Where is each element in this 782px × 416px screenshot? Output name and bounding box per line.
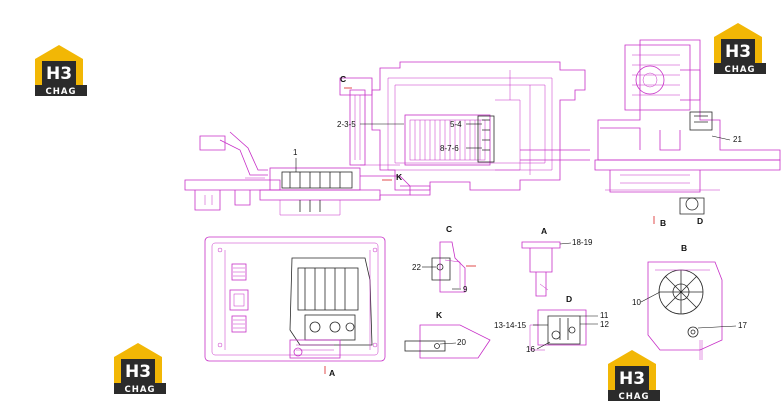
logo-word: CHAG bbox=[619, 392, 650, 402]
callout-9: 9 bbox=[463, 285, 468, 294]
logo-mark: H3 bbox=[725, 42, 751, 62]
watermark-logo-top-left: H3 CHAG bbox=[35, 45, 87, 97]
logo-mark: H3 bbox=[619, 369, 645, 389]
detail-a-callouts: 18-19 bbox=[559, 238, 593, 247]
view-marker-c: C bbox=[340, 74, 346, 84]
callout-2-3-5: 2-3-5 bbox=[337, 120, 356, 129]
callout-11: 11 bbox=[600, 311, 609, 320]
callout-21: 21 bbox=[733, 135, 742, 144]
view-marker-a-bottom: A bbox=[329, 368, 335, 378]
view-marker-d-right: D bbox=[697, 216, 703, 226]
callout-16: 16 bbox=[526, 345, 535, 354]
detail-d-callouts: 11 12 13-14-15 16 bbox=[494, 311, 609, 354]
main-assembly-view bbox=[184, 61, 590, 216]
detail-label-d: D bbox=[566, 294, 572, 304]
logo-word: CHAG bbox=[46, 87, 77, 97]
detail-c: C bbox=[431, 224, 476, 293]
view-marker-k: K bbox=[396, 172, 403, 182]
detail-label-c: C bbox=[446, 224, 452, 234]
callout-17: 17 bbox=[738, 321, 747, 330]
callout-8-7-6: 8-7-6 bbox=[440, 144, 459, 153]
detail-a: A bbox=[521, 226, 561, 297]
logo-mark: H3 bbox=[125, 362, 151, 382]
main-view-callouts: C 2-3-5 5-4 8-7-6 1 K bbox=[293, 74, 482, 182]
callout-18-19: 18-19 bbox=[572, 238, 593, 247]
callout-13-14-15: 13-14-15 bbox=[494, 321, 527, 330]
logo-word: CHAG bbox=[125, 385, 156, 395]
callout-12: 12 bbox=[600, 320, 609, 329]
engine-side-callouts: 21 D B bbox=[653, 135, 742, 228]
detail-label-a: A bbox=[541, 226, 547, 236]
logo-mark: H3 bbox=[46, 64, 72, 84]
detail-label-k: K bbox=[436, 310, 443, 320]
detail-b-callouts: 10 17 bbox=[632, 291, 747, 330]
detail-c-callouts: 22 9 bbox=[412, 263, 468, 294]
callout-22: 22 bbox=[412, 263, 421, 272]
callout-10: 10 bbox=[632, 298, 641, 307]
callout-5-4: 5-4 bbox=[450, 120, 462, 129]
watermark-logo-top-right: H3 CHAG bbox=[714, 23, 766, 75]
detail-k: K bbox=[404, 310, 491, 359]
callout-1: 1 bbox=[293, 148, 298, 157]
plan-view bbox=[204, 236, 386, 362]
logo-word: CHAG bbox=[725, 65, 756, 75]
plan-view-callouts: A bbox=[324, 366, 335, 378]
view-marker-b-right: B bbox=[660, 218, 666, 228]
detail-k-callouts: 20 bbox=[439, 338, 466, 347]
detail-label-b: B bbox=[681, 243, 687, 253]
watermark-logo-bottom-right: H3 CHAG bbox=[608, 350, 660, 402]
engine-side-view bbox=[594, 39, 781, 215]
callout-20: 20 bbox=[457, 338, 466, 347]
watermark-logo-bottom-left: H3 CHAG bbox=[114, 343, 166, 395]
detail-b: B bbox=[647, 243, 723, 360]
detail-d: D bbox=[529, 294, 587, 351]
